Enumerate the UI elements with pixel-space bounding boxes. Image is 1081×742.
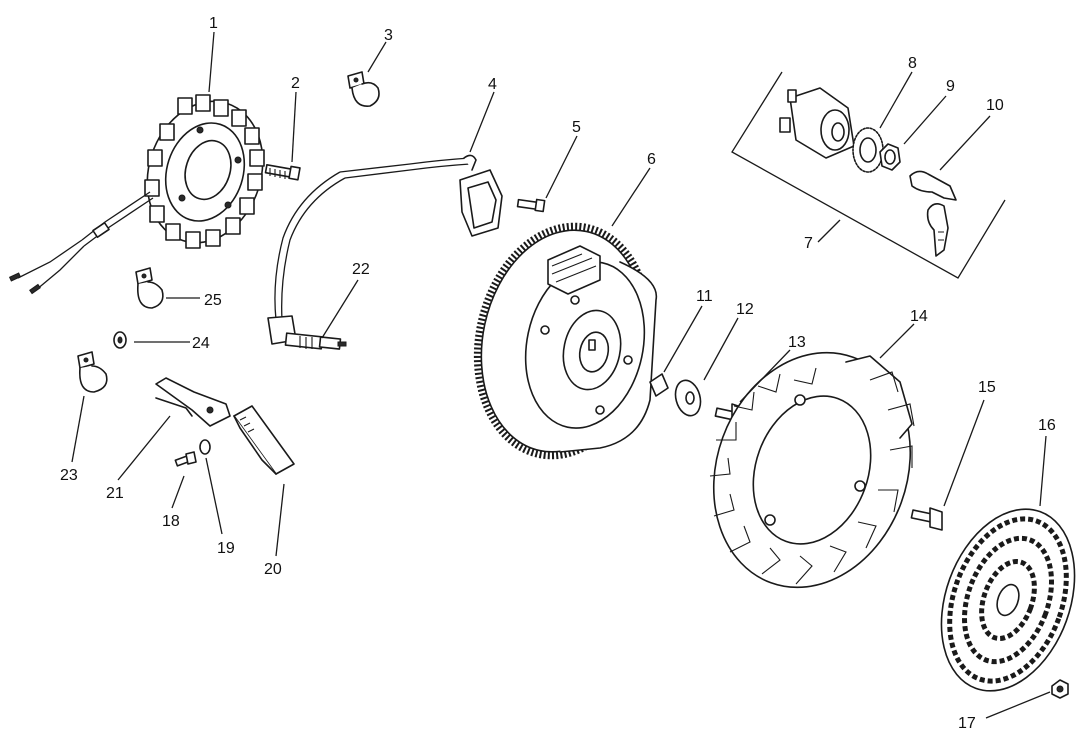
clip-clamp [135,267,164,309]
callout-21: 21 [106,485,124,502]
callout-6: 6 [647,151,656,168]
stator [8,94,265,295]
callout-19: 19 [217,540,235,557]
screw [264,164,301,181]
cooling-fan [709,351,915,589]
callout-12: 12 [736,301,754,318]
washer [113,331,127,349]
rotating-screen [940,508,1076,692]
screw [516,198,546,213]
brush-bracket [155,377,231,427]
callout-25: 25 [204,292,222,309]
callout-24: 24 [192,335,210,352]
flywheel [473,222,658,460]
callout-5: 5 [572,119,581,136]
washer [199,439,211,455]
callout-23: 23 [60,467,78,484]
keys [909,170,957,257]
callout-13: 13 [788,334,806,351]
ignition-module [267,154,503,345]
key-switch-assembly [731,71,1006,279]
flywheel-key [649,373,669,397]
ignition-switch [779,87,855,159]
callout-9: 9 [946,78,955,95]
callout-8: 8 [908,55,917,72]
lock-washer [852,127,884,173]
callout-3: 3 [384,27,393,44]
callout-labels: 1 2 3 4 5 6 7 8 9 10 11 12 13 14 15 16 1… [60,15,1056,732]
nut [1051,679,1069,699]
callout-20: 20 [264,561,282,578]
callout-18: 18 [162,513,180,530]
callout-2: 2 [291,75,300,92]
callout-15: 15 [978,379,996,396]
callout-4: 4 [488,76,497,93]
callout-16: 16 [1038,417,1056,434]
clip-clamp [347,71,380,107]
spark-plug [284,332,347,350]
callout-22: 22 [352,261,370,278]
callout-7: 7 [804,235,813,252]
callout-17: 17 [958,715,976,732]
callout-1: 1 [209,15,218,32]
callout-11: 11 [696,288,713,305]
washer [674,379,702,417]
brush-holder-cover [233,405,295,475]
bolt [910,507,943,531]
screw [174,451,197,467]
callout-14: 14 [910,308,928,325]
nut [879,143,901,171]
leader-lines [71,31,1051,719]
clip-clamp [77,351,108,393]
callout-10: 10 [986,97,1004,114]
